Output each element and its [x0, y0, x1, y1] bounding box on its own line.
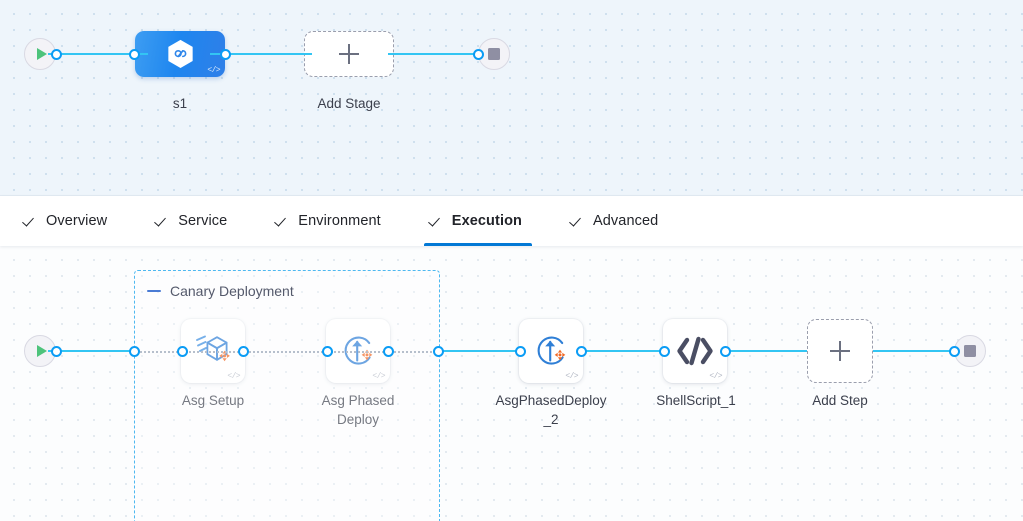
step-tile[interactable]: </>	[519, 319, 583, 383]
step-group-title: Canary Deployment	[170, 283, 294, 299]
tab-service[interactable]: Service	[154, 196, 229, 246]
tab-environment[interactable]: Environment	[274, 196, 383, 246]
execution-end-input-port[interactable]	[949, 345, 960, 357]
step-output-port[interactable]	[383, 345, 394, 357]
check-icon	[156, 215, 169, 228]
stage-config-tabbar: Overview Service Environment Execution A…	[0, 196, 1023, 246]
tab-execution[interactable]: Execution	[423, 196, 533, 246]
start-output-port[interactable]	[51, 48, 62, 60]
add-stage-button[interactable]	[304, 31, 394, 77]
tab-overview[interactable]: Overview	[22, 196, 109, 246]
asg-setup-icon	[196, 335, 230, 362]
edge-start-to-group	[48, 349, 138, 353]
check-icon	[24, 215, 37, 228]
step-group-canary-deployment[interactable]: Canary Deployment	[134, 270, 440, 521]
edge-start-to-stage	[48, 52, 148, 56]
edge-asg-setup-to-asg-phased-deploy	[186, 350, 327, 353]
shell-script-code-icon	[677, 336, 713, 366]
add-step-button[interactable]	[807, 319, 873, 383]
execution-end-node[interactable]	[949, 335, 986, 367]
stage-label: s1	[172, 96, 188, 111]
step-label-asgphaseddeploy-2: AsgPhasedDeploy_2	[495, 393, 607, 427]
stage-end-node[interactable]	[473, 38, 510, 70]
check-icon	[276, 215, 289, 228]
add-stage-label: Add Stage	[317, 96, 381, 111]
edge-group-to-asgphaseddeploy2	[438, 349, 522, 353]
tab-label: Environment	[298, 213, 381, 229]
add-step-label: Add Step	[812, 393, 868, 408]
stage-start-node[interactable]	[24, 38, 62, 70]
execution-start-output-port[interactable]	[51, 345, 62, 357]
step-code-badge: </>	[709, 372, 722, 381]
check-icon	[571, 215, 584, 228]
tab-label: Execution	[451, 213, 522, 229]
edge-shellscript-to-add-step	[729, 349, 807, 353]
play-icon	[36, 48, 47, 60]
step-group-input-port[interactable]	[129, 345, 140, 357]
step-label-shellscript-1: ShellScript_1	[656, 393, 736, 408]
step-code-badge: </>	[565, 372, 578, 381]
step-output-port[interactable]	[238, 345, 249, 357]
edge-group-to-asg-setup	[140, 350, 182, 353]
step-label-asg-phased-deploy: Asg Phased Deploy	[321, 393, 395, 427]
stage-code-badge: </>	[207, 66, 220, 75]
stop-icon	[488, 48, 500, 60]
execution-canvas[interactable]: Canary Deployment	[0, 246, 1023, 521]
asg-phased-deploy-icon	[537, 336, 566, 365]
step-output-port[interactable]	[720, 345, 731, 357]
harness-cd-hexagon-icon	[167, 39, 193, 68]
tab-label: Advanced	[593, 213, 659, 229]
edge-asgphaseddeploy2-to-shellscript	[585, 349, 667, 353]
stage-canvas[interactable]: </> s1 Add Stage	[0, 0, 1023, 196]
plus-icon	[830, 341, 850, 361]
step-group-output-port[interactable]	[433, 345, 444, 357]
end-input-port[interactable]	[473, 48, 484, 60]
step-tile[interactable]: </>	[663, 319, 727, 383]
edge-stage-to-add-stage	[210, 52, 312, 56]
add-step-node[interactable]	[807, 319, 873, 383]
plus-icon	[339, 44, 359, 64]
minus-icon[interactable]	[147, 289, 161, 293]
stop-icon	[964, 345, 976, 357]
step-input-port[interactable]	[659, 345, 670, 357]
step-node-asgphaseddeploy-2[interactable]: </>	[515, 319, 587, 383]
tab-advanced[interactable]: Advanced	[569, 196, 660, 246]
step-input-port[interactable]	[515, 345, 526, 357]
start-circle	[24, 335, 56, 367]
stage-input-port[interactable]	[129, 48, 140, 60]
stage-output-port[interactable]	[220, 48, 231, 60]
step-input-port[interactable]	[177, 345, 188, 357]
end-circle	[478, 38, 510, 70]
add-stage-node[interactable]	[304, 31, 394, 77]
execution-start-node[interactable]	[24, 335, 62, 367]
tab-label: Overview	[46, 213, 108, 229]
play-icon	[36, 345, 47, 357]
check-icon	[430, 215, 443, 228]
tab-label: Service	[178, 213, 228, 229]
step-output-port[interactable]	[576, 345, 587, 357]
step-group-header: Canary Deployment	[147, 283, 294, 299]
step-label-asg-setup: Asg Setup	[181, 393, 245, 408]
end-circle	[954, 335, 986, 367]
edge-add-stage-to-end	[388, 52, 483, 56]
edge-add-step-to-end	[873, 349, 957, 353]
step-node-shellscript-1[interactable]: </>	[659, 319, 731, 383]
step-input-port[interactable]	[322, 345, 333, 357]
